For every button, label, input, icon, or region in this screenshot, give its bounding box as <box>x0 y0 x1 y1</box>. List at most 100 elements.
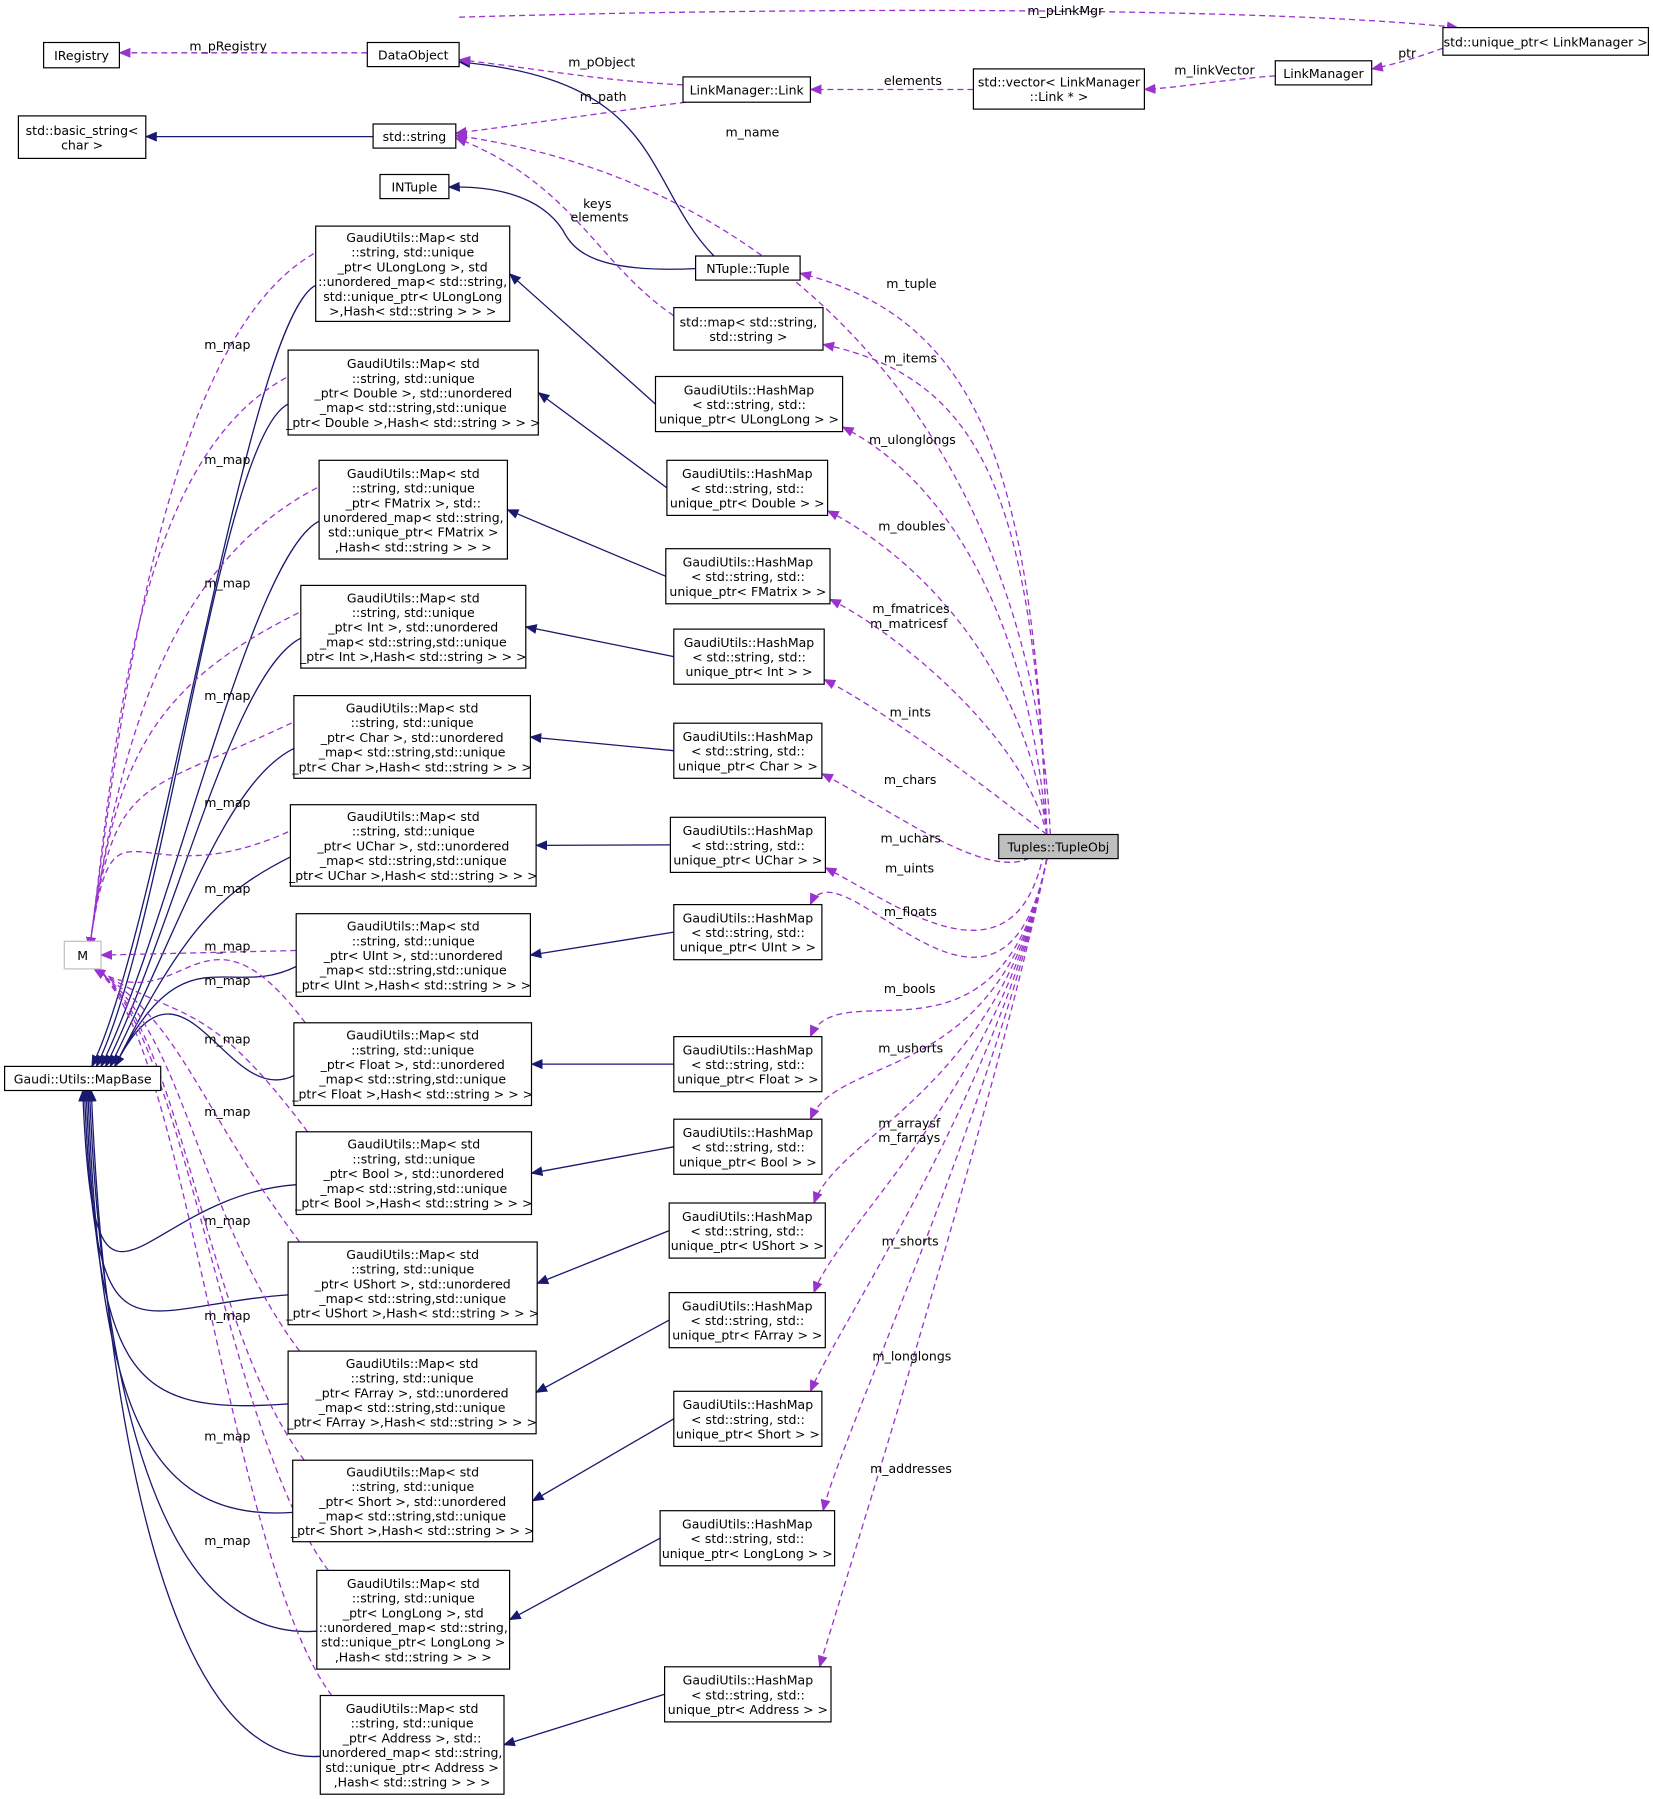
node-m[interactable]: M <box>63 940 102 970</box>
node-label-line: _map< std::string,std::unique <box>318 1072 506 1087</box>
node-map-uchar[interactable]: GaudiUtils::Map< std::string, std::uniqu… <box>288 804 538 887</box>
node-label-line: GaudiUtils::Map< std <box>347 356 480 371</box>
node-string[interactable]: std::string <box>372 123 457 149</box>
node-label-line: GaudiUtils::HashMap <box>683 1042 814 1057</box>
edge-label-m-map: m_map <box>204 939 250 954</box>
node-label-line: std::basic_string< <box>26 123 139 138</box>
node-label-line: ::Link * > <box>1030 89 1089 104</box>
node-hm-float[interactable]: GaudiUtils::HashMap< std::string, std::u… <box>673 1035 823 1093</box>
node-box <box>694 255 801 281</box>
node-tupleobj[interactable]: Tuples::TupleObj <box>998 833 1119 860</box>
node-linkmanager[interactable]: LinkManager <box>1274 60 1373 86</box>
node-box <box>1274 60 1373 86</box>
node-label-line: std::vector< LinkManager <box>978 75 1141 90</box>
inherit-hm-short-map-short <box>531 1418 675 1502</box>
node-vector-link[interactable]: std::vector< LinkManager::Link * > <box>972 68 1146 110</box>
node-label-line: Gaudi::Utils::MapBase <box>14 1071 152 1086</box>
inherit-ntuple-dataobject <box>458 58 715 257</box>
node-std-map[interactable]: std::map< std::string,std::string > <box>673 307 824 351</box>
node-map-ulonglong[interactable]: GaudiUtils::Map< std::string, std::uniqu… <box>315 225 511 323</box>
node-label-line: < std::string, std:: <box>691 1140 805 1155</box>
node-box <box>300 584 527 669</box>
edge-label-m-map: m_map <box>204 973 250 988</box>
inherit-map-fmatrix-mapbase <box>100 520 320 1068</box>
node-map-address[interactable]: GaudiUtils::Map< std::string, std::uniqu… <box>319 1694 505 1795</box>
node-box <box>673 1118 823 1175</box>
node-label-line: GaudiUtils::HashMap <box>682 1298 813 1313</box>
node-label-line: ::string, std::unique <box>352 933 475 948</box>
use-link-string <box>454 100 696 137</box>
node-box <box>287 1350 537 1435</box>
node-mapbase[interactable]: Gaudi::Utils::MapBase <box>3 1065 162 1092</box>
use-map-address-m <box>93 968 333 1696</box>
node-hm-uchar[interactable]: GaudiUtils::HashMap< std::string, std::u… <box>669 816 827 873</box>
node-hm-int[interactable]: GaudiUtils::HashMap< std::string, std::u… <box>673 628 825 685</box>
node-label-line: < std::string, std:: <box>692 650 806 665</box>
node-map-farray[interactable]: GaudiUtils::Map< std::string, std::uniqu… <box>286 1350 537 1435</box>
node-box <box>315 225 511 323</box>
node-ntuple-iface[interactable]: INTuple <box>379 173 450 200</box>
node-label-line: GaudiUtils::Map< std <box>347 919 480 934</box>
node-label-line: std::unique_ptr< Address > <box>325 1760 499 1775</box>
node-ntuple-tuple[interactable]: NTuple::Tuple <box>694 255 801 281</box>
node-label-line: < std::string, std:: <box>690 1531 804 1546</box>
node-label-line: GaudiUtils::HashMap <box>683 823 814 838</box>
use-map-longlong-m <box>93 968 329 1571</box>
node-label-line: GaudiUtils::HashMap <box>683 1125 814 1140</box>
node-box <box>673 1390 823 1448</box>
node-map-char[interactable]: GaudiUtils::Map< std::string, std::uniqu… <box>291 694 532 779</box>
node-basic-string[interactable]: std::basic_string<char > <box>17 115 147 160</box>
edge-label-m-matricesf: m_matricesf <box>870 616 948 631</box>
node-hm-bool[interactable]: GaudiUtils::HashMap< std::string, std::u… <box>673 1118 823 1175</box>
node-label-line: unique_ptr< Bool > > <box>679 1154 817 1169</box>
edge-label-m-farrays: m_farrays <box>878 1130 940 1145</box>
node-map-fmatrix[interactable]: GaudiUtils::Map< std::string, std::uniqu… <box>318 459 509 560</box>
node-iregistry[interactable]: IRegistry <box>42 41 121 69</box>
edge-label-m-map: m_map <box>204 688 250 703</box>
inherit-hm-uint-map-uint <box>529 931 674 959</box>
node-label-line: _ptr< ULongLong >, std <box>337 259 488 274</box>
edge-label-m-map: m_map <box>204 576 250 591</box>
node-hm-short[interactable]: GaudiUtils::HashMap< std::string, std::u… <box>673 1390 823 1448</box>
node-map-short[interactable]: GaudiUtils::Map< std::string, std::uniqu… <box>290 1459 535 1543</box>
edge-label-layer: m_pRegistrym_pLinkMgrm_pObjectm_pathelem… <box>189 3 1417 1548</box>
node-unique-ptr-lm[interactable]: std::unique_ptr< LinkManager > <box>1442 27 1650 56</box>
use-unique-ptr-linkmanager <box>1370 47 1444 72</box>
use-tupleobj-ntuple <box>799 271 1048 835</box>
node-map-int[interactable]: GaudiUtils::Map< std::string, std::uniqu… <box>299 584 527 669</box>
node-map-bool[interactable]: GaudiUtils::Map< std::string, std::uniqu… <box>294 1131 532 1216</box>
inherit-map-longlong-mapbase <box>84 1089 317 1633</box>
node-map-longlong[interactable]: GaudiUtils::Map< std::string, std::uniqu… <box>316 1569 511 1670</box>
node-box <box>1442 27 1650 56</box>
node-map-float[interactable]: GaudiUtils::Map< std::string, std::uniqu… <box>291 1022 533 1107</box>
inherit-hm-int-map-int <box>524 624 674 658</box>
node-hm-address[interactable]: GaudiUtils::HashMap< std::string, std::u… <box>663 1666 832 1723</box>
node-box <box>673 903 823 961</box>
edge-label-m-map: m_map <box>204 1533 250 1548</box>
node-box <box>295 913 532 998</box>
node-map-uint[interactable]: GaudiUtils::Map< std::string, std::uniqu… <box>294 913 532 998</box>
node-label-line: _ptr< Address >, std:: <box>342 1730 482 1745</box>
node-label-line: ::string, std::unique <box>352 1591 475 1606</box>
node-label-line: unique_ptr< Short > > <box>676 1427 820 1442</box>
use-map-int-m <box>86 607 308 950</box>
node-dataobject[interactable]: DataObject <box>366 41 460 68</box>
node-label-line: ::unordered_map< std::string, <box>319 1620 508 1635</box>
node-hm-longlong[interactable]: GaudiUtils::HashMap< std::string, std::u… <box>659 1510 836 1567</box>
node-label-line: _ptr< UShort >,Hash< std::string > > > <box>285 1306 539 1321</box>
edge-label-m-pobject: m_pObject <box>568 55 635 70</box>
node-hm-double[interactable]: GaudiUtils::HashMap< std::string, std::u… <box>666 459 829 516</box>
node-hm-ushort[interactable]: GaudiUtils::HashMap< std::string, std::u… <box>668 1202 826 1259</box>
node-map-double[interactable]: GaudiUtils::Map< std::string, std::uniqu… <box>285 349 540 436</box>
node-hm-fmatrix[interactable]: GaudiUtils::HashMap< std::string, std::u… <box>665 548 831 605</box>
node-hm-farray[interactable]: GaudiUtils::HashMap< std::string, std::u… <box>668 1291 826 1349</box>
node-label-line: ::unordered_map< std::string, <box>318 274 507 289</box>
node-hm-uint[interactable]: GaudiUtils::HashMap< std::string, std::u… <box>673 903 823 961</box>
node-hm-ulonglong[interactable]: GaudiUtils::HashMap< std::string, std::u… <box>654 375 844 433</box>
node-linkmgr-link[interactable]: LinkManager::Link <box>682 76 812 103</box>
node-hm-char[interactable]: GaudiUtils::HashMap< std::string, std::u… <box>673 722 823 779</box>
node-box <box>673 722 823 779</box>
inherit-map-ushort-mapbase <box>79 1089 289 1312</box>
node-box <box>3 1065 162 1092</box>
node-map-ushort[interactable]: GaudiUtils::Map< std::string, std::uniqu… <box>285 1241 539 1326</box>
